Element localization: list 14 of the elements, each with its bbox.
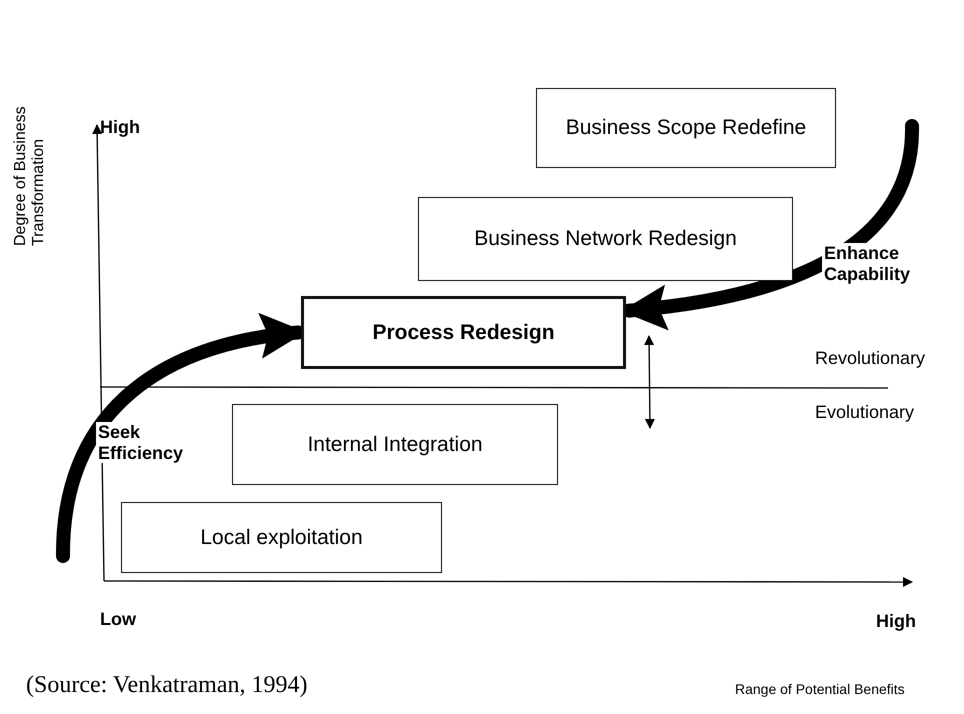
axis-title: Range of Potential Benefits [735, 682, 905, 698]
caption: (Source: Venkatraman, 1994) [26, 672, 308, 699]
axis-label: Revolutionary [815, 349, 926, 369]
axis-title: Degree of Business Transformation [12, 105, 48, 246]
stage-box: Business Network Redesign [418, 197, 793, 281]
stage-box: Internal Integration [232, 404, 558, 485]
axis-label: Evolutionary [815, 403, 914, 423]
axis-label: Low [100, 610, 136, 630]
axis-label: High [100, 118, 140, 138]
stage-box: Business Scope Redefine [536, 88, 836, 168]
axis-label: High [876, 612, 916, 632]
edge-label: Seek Efficiency [96, 422, 186, 464]
stage-box: Process Redesign [301, 296, 626, 369]
stage-box: Local exploitation [121, 502, 442, 573]
